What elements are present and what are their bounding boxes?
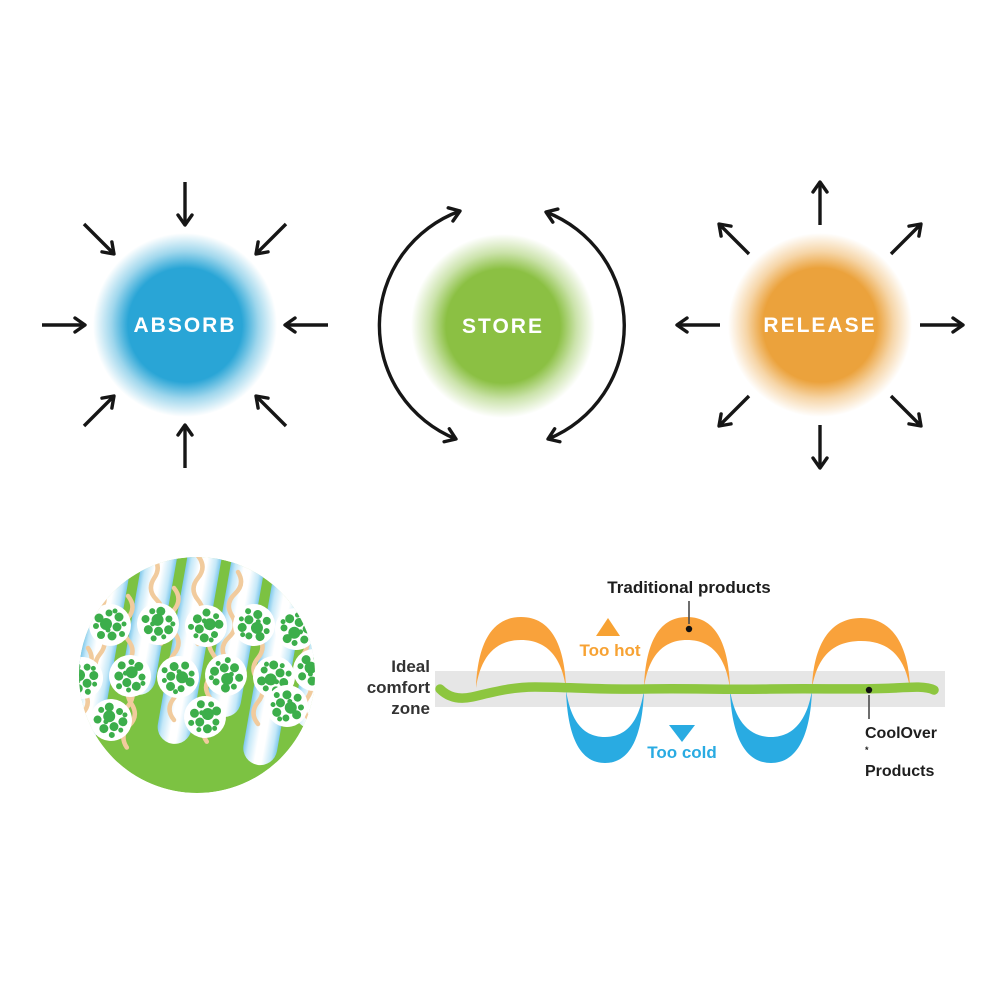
triangle-down-icon (669, 725, 695, 742)
release-step (675, 180, 965, 470)
traditional-products-label: Traditional products (607, 578, 771, 597)
release-circle (728, 233, 912, 417)
traditional-pointer (685, 601, 693, 633)
absorb-label: ABSORB (133, 314, 237, 337)
too-hot-label: Too hot (579, 641, 641, 660)
triangle-up-icon (596, 618, 620, 636)
arrows-outward-icon (675, 180, 965, 470)
absorb-step (42, 182, 328, 468)
arrows-inward-icon (42, 182, 328, 468)
ideal-comfort-zone-label: Ideal comfort zone (366, 657, 430, 718)
cycle-arrows-icon (377, 206, 626, 444)
coolover-products-label: CoolOver* Products (865, 725, 938, 781)
absorb-circle (93, 233, 277, 417)
comfort-zone-chart (435, 601, 945, 763)
coolover-line (435, 682, 939, 703)
traditional-wave-hot (476, 617, 910, 688)
fabric-microstructure (79, 557, 315, 793)
coolover-pointer (865, 686, 873, 719)
store-step (377, 206, 626, 444)
traditional-wave-cold (566, 690, 812, 763)
store-label: STORE (462, 315, 544, 338)
release-label: RELEASE (763, 314, 877, 337)
too-cold-label: Too cold (647, 743, 717, 762)
